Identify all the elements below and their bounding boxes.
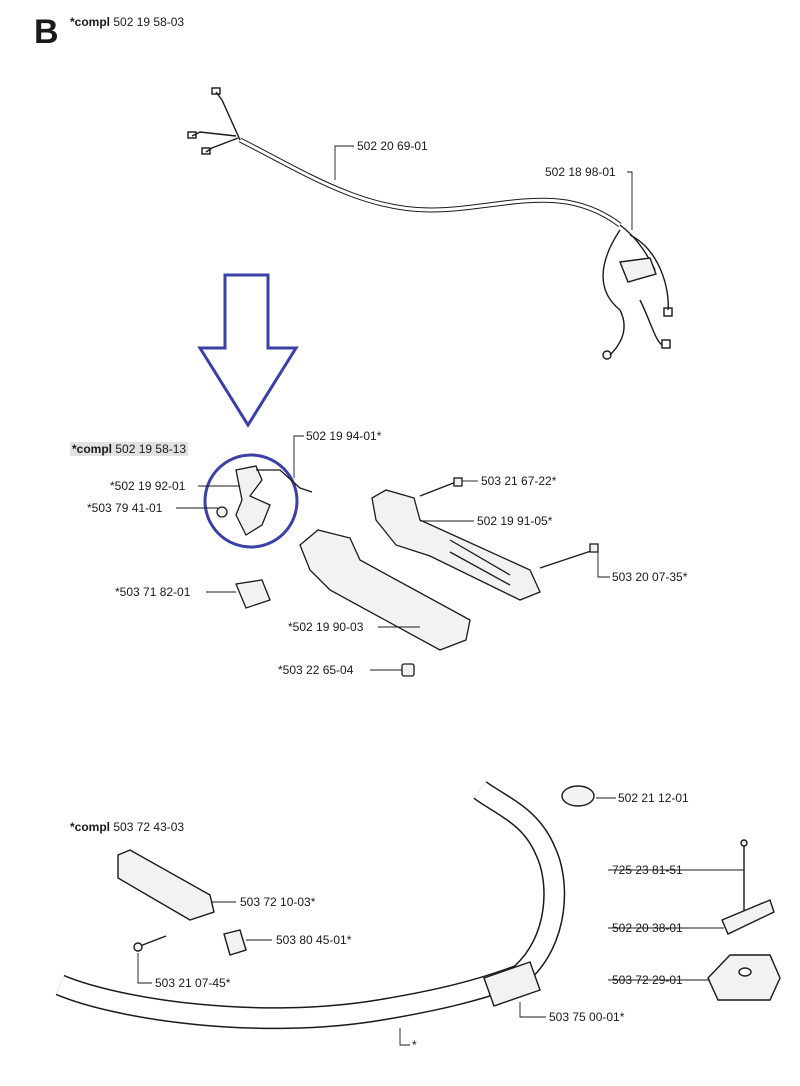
part-label: 503 21 07-45* <box>155 976 231 990</box>
group-label-handle: *compl 502 19 58-13 <box>70 442 189 456</box>
group-number: 502 19 58-13 <box>115 442 187 456</box>
group-number: 502 19 58-03 <box>113 15 185 29</box>
part-label: 502 20 38-01 <box>612 921 683 935</box>
group-prefix: *compl <box>72 442 113 456</box>
part-label: 502 20 69-01 <box>357 139 428 153</box>
part-label: 502 19 94-01* <box>306 429 382 443</box>
part-label: 502 18 98-01 <box>545 165 616 179</box>
handle-assembly-drawing <box>216 465 599 677</box>
group-prefix: *compl <box>70 820 111 834</box>
highlight-arrow <box>197 273 299 428</box>
part-label: *503 71 82-01 <box>115 585 191 599</box>
part-label: 503 21 67-22* <box>481 474 557 488</box>
part-label: 503 80 45-01* <box>276 933 352 947</box>
part-label: *503 22 65-04 <box>278 663 354 677</box>
part-label: 503 72 29-01 <box>612 973 683 987</box>
group-number: 503 72 43-03 <box>113 820 185 834</box>
part-label: *502 19 92-01 <box>110 479 186 493</box>
part-label: *502 19 90-03 <box>288 620 364 634</box>
part-label: 502 19 91-05* <box>477 514 553 528</box>
group-prefix: *compl <box>70 15 111 29</box>
part-label: 503 72 10-03* <box>240 895 316 909</box>
part-label: 725 23 81-51 <box>612 863 683 877</box>
part-label: *503 79 41-01 <box>87 501 163 515</box>
highlight-circle <box>203 453 299 549</box>
group-label-cable: *compl 502 19 58-03 <box>70 15 184 29</box>
part-label: * <box>412 1038 417 1052</box>
handlebar-drawing <box>55 781 781 1030</box>
part-label: 503 20 07-35* <box>612 570 688 584</box>
group-label-bar: *compl 503 72 43-03 <box>70 820 184 834</box>
cable-harness-drawing <box>187 87 673 360</box>
part-label: 502 21 12-01 <box>618 791 689 805</box>
section-letter: B <box>34 13 59 51</box>
leader-lines <box>137 145 744 1046</box>
part-label: 503 75 00-01* <box>549 1010 625 1024</box>
